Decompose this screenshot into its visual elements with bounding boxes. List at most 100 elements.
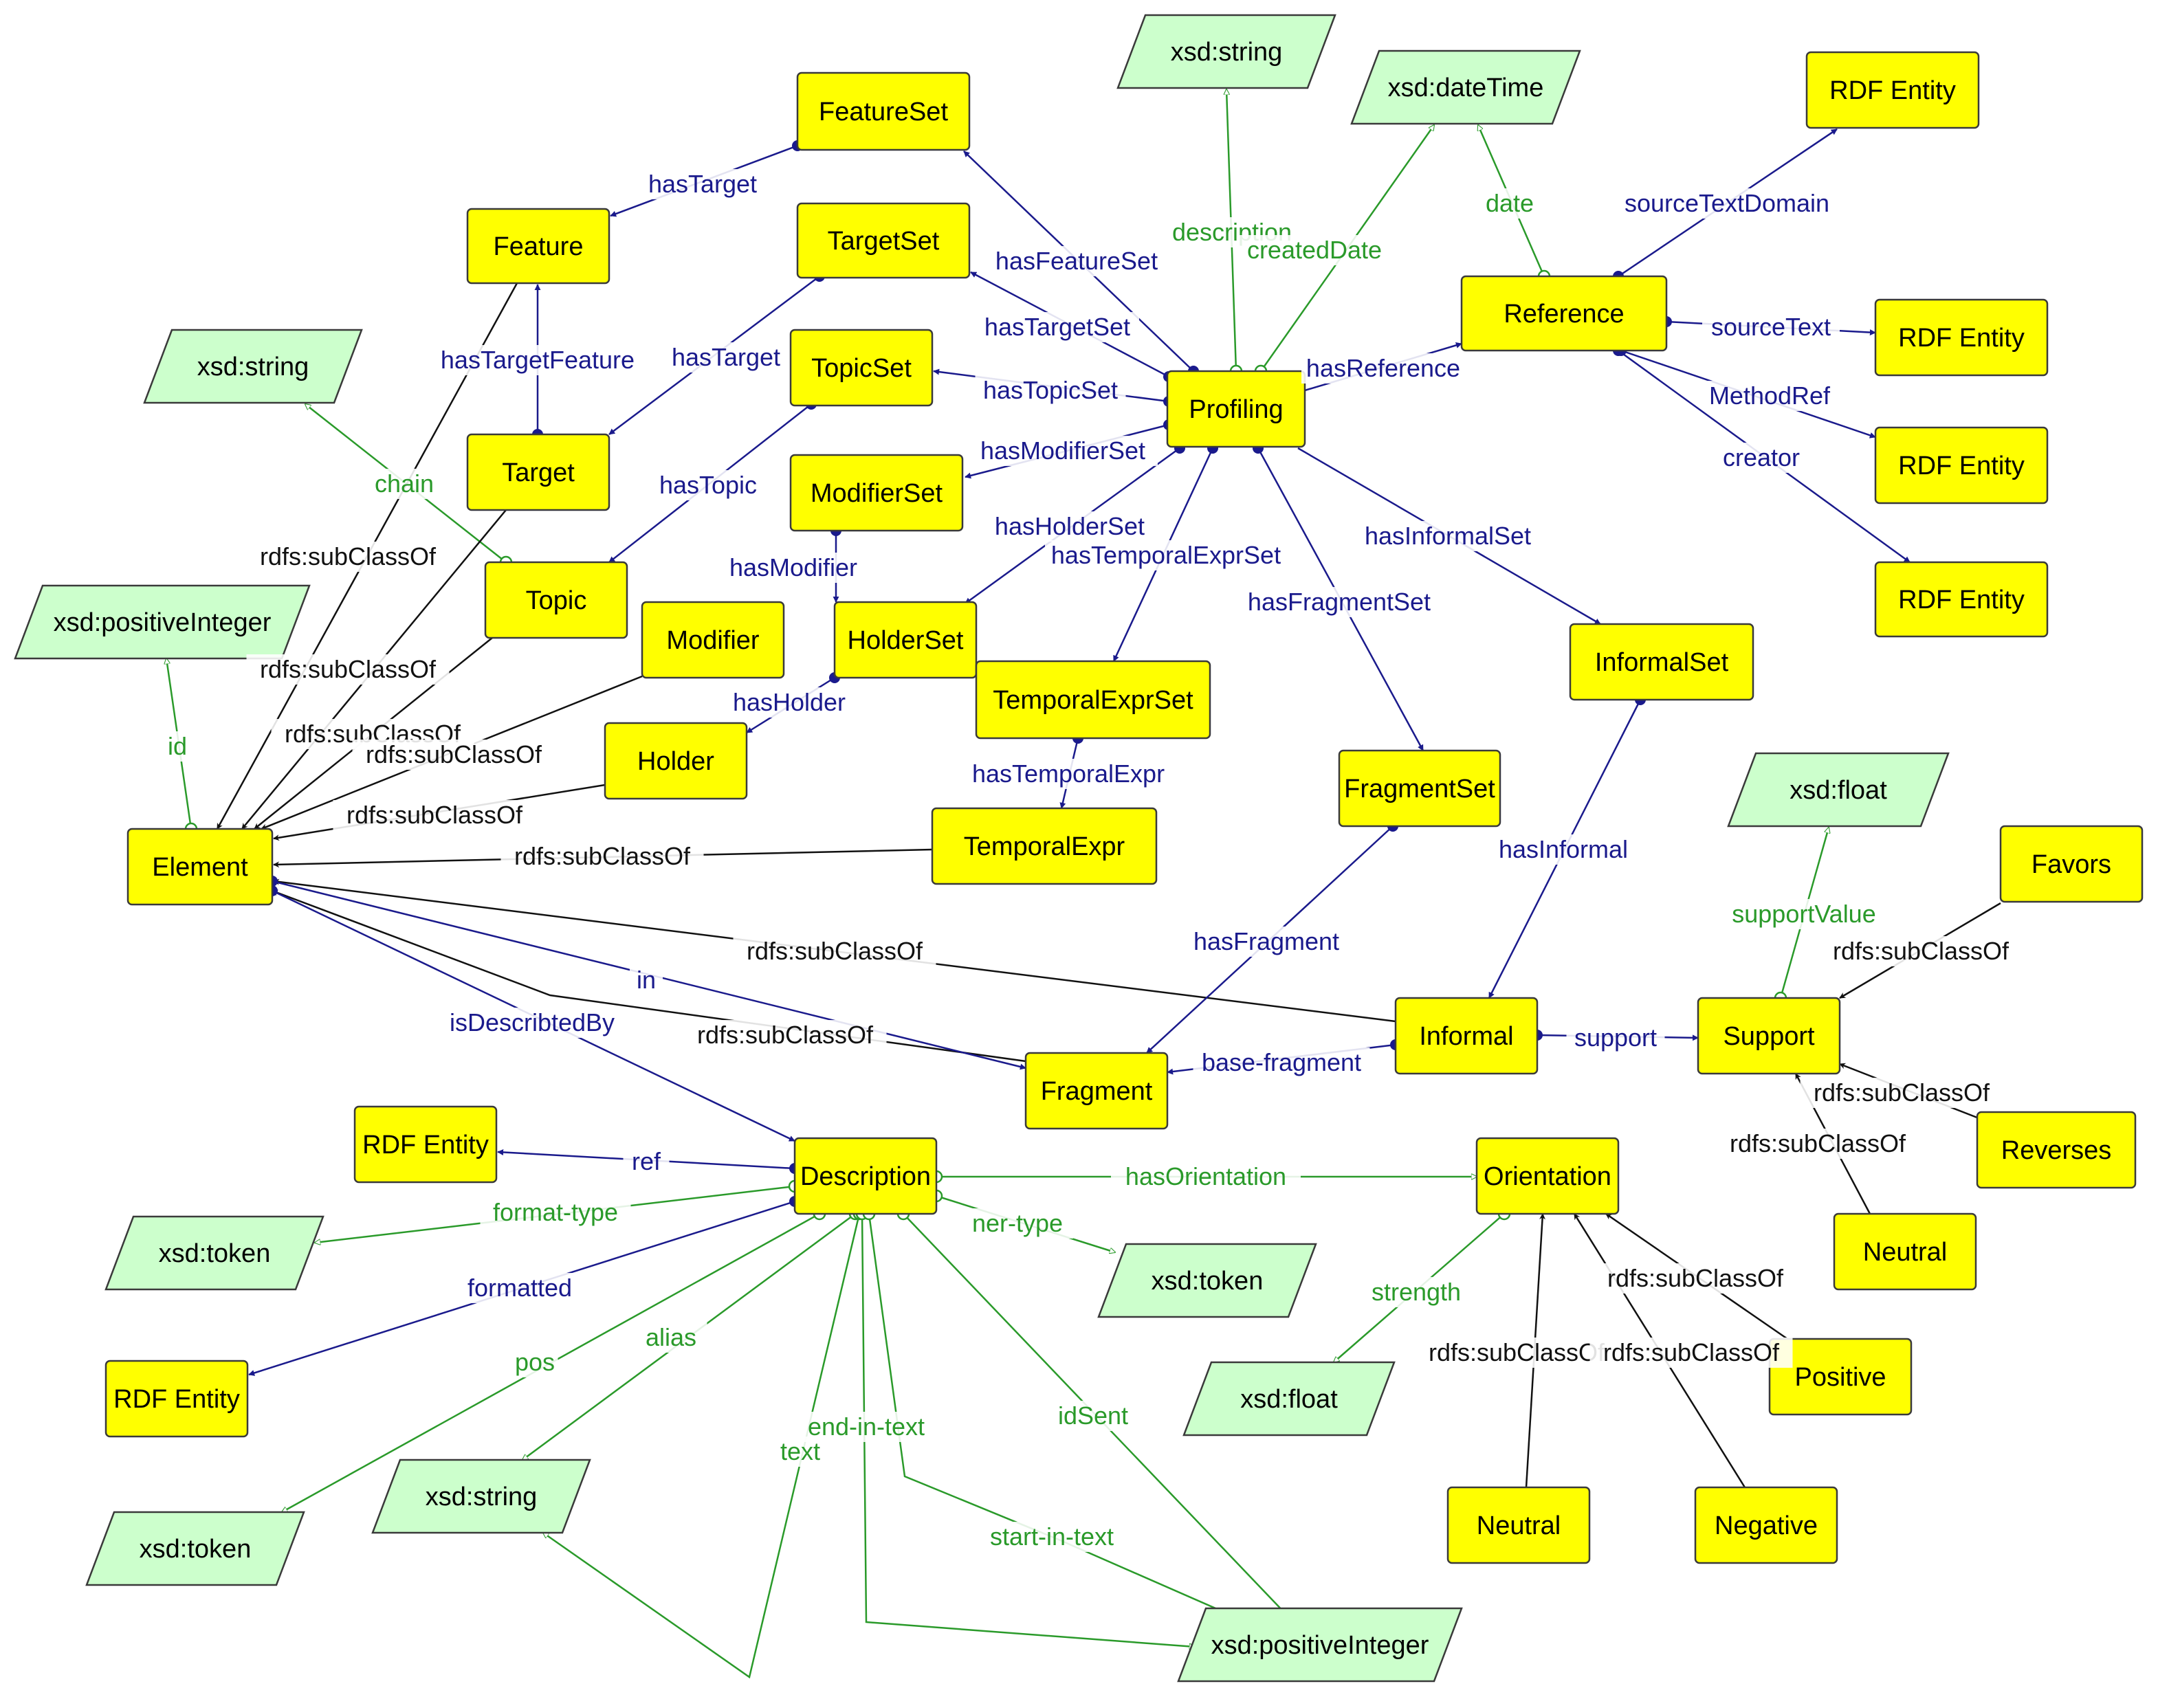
edge-label-hasTemporalExprSet: hasTemporalExprSet [1051, 541, 1281, 569]
node-rdf2[interactable]: RDF Entity [1874, 298, 2049, 377]
node-label: Reference [1504, 300, 1624, 329]
node-fragment[interactable]: Fragment [1024, 1052, 1169, 1130]
node-label: Topic [526, 586, 587, 615]
node-label: Fragment [1041, 1077, 1153, 1106]
node-label: xsd:float [1240, 1385, 1338, 1414]
edge-label-format-type: format-type [493, 1198, 618, 1226]
node-label: Informal [1419, 1022, 1513, 1051]
edge-label-id: id [168, 732, 187, 760]
edge-label-hasInformal: hasInformal [1499, 835, 1628, 863]
edge-label-supportValue: supportValue [1732, 900, 1875, 928]
node-xs-posint-bottom[interactable]: xsd:positiveInteger [1177, 1607, 1463, 1683]
node-rdf5[interactable]: RDF Entity [353, 1105, 498, 1184]
edge-label-formatted: formatted [467, 1274, 572, 1302]
node-feature[interactable]: Feature [466, 208, 610, 285]
edge-label-hasOrientation: hasOrientation [1125, 1162, 1286, 1190]
edge-label-sub-target: rdfs:subClassOf [260, 655, 437, 683]
node-label: Neutral [1863, 1238, 1948, 1267]
edge-label-support: support [1574, 1023, 1657, 1052]
node-label: RDF Entity [1829, 76, 1956, 105]
node-label: Target [502, 458, 575, 487]
node-rdf3[interactable]: RDF Entity [1874, 426, 2049, 504]
node-rdf1[interactable]: RDF Entity [1805, 51, 1980, 129]
edge-label-hasHolder: hasHolder [733, 688, 846, 716]
node-xs-float-mid[interactable]: xsd:float [1182, 1361, 1396, 1437]
node-label: xsd:string [426, 1483, 538, 1511]
node-label: Positive [1794, 1363, 1886, 1392]
edge-label-sub-reverses: rdfs:subClassOf [1814, 1078, 1990, 1107]
node-label: Negative [1715, 1511, 1818, 1540]
node-label: xsd:token [1152, 1267, 1264, 1296]
node-negative[interactable]: Negative [1694, 1486, 1838, 1564]
node-label: xsd:string [1171, 38, 1283, 67]
node-xs-float-right[interactable]: xsd:float [1727, 752, 1950, 828]
node-positive[interactable]: Positive [1768, 1338, 1913, 1416]
node-label: Profiling [1189, 395, 1283, 424]
edge-label-ref: ref [632, 1147, 661, 1175]
node-label: xsd:string [197, 353, 309, 381]
node-temporalexpr[interactable]: TemporalExpr [931, 807, 1158, 885]
node-label: xsd:positiveInteger [54, 608, 272, 637]
node-label: TargetSet [828, 227, 940, 256]
node-target[interactable]: Target [466, 433, 610, 511]
node-xs-posint-left[interactable]: xsd:positiveInteger [14, 584, 311, 660]
edge-label-alias: alias [646, 1323, 696, 1351]
node-xs-string-top[interactable]: xsd:string [1116, 14, 1336, 89]
node-profiling[interactable]: Profiling [1166, 370, 1306, 448]
edge-label-ner-type: ner-type [972, 1209, 1063, 1237]
node-label: FragmentSet [1344, 775, 1495, 803]
edge-label-hasTarget-feature: hasTarget [648, 170, 757, 198]
edge-label-hasTargetSet: hasTargetSet [984, 313, 1130, 341]
node-xs-token3[interactable]: xsd:token [85, 1511, 305, 1586]
node-rdf6[interactable]: RDF Entity [104, 1360, 249, 1438]
node-holder[interactable]: Holder [604, 722, 748, 800]
node-xs-datetime[interactable]: xsd:dateTime [1350, 49, 1581, 125]
node-reverses[interactable]: Reverses [1976, 1111, 2137, 1189]
node-xs-token1[interactable]: xsd:token [104, 1215, 324, 1291]
edge-label-chain: chain [375, 469, 434, 498]
node-neutral1[interactable]: Neutral [1833, 1212, 1977, 1291]
node-favors[interactable]: Favors [1999, 825, 2144, 903]
node-modifierset[interactable]: ModifierSet [789, 454, 964, 532]
node-label: ModifierSet [811, 479, 943, 508]
node-label: InformalSet [1595, 648, 1729, 677]
node-label: Description [800, 1162, 931, 1191]
edge-label-hasModifier: hasModifier [729, 553, 857, 581]
node-topicset[interactable]: TopicSet [789, 329, 934, 407]
node-element[interactable]: Element [126, 828, 274, 906]
node-modifier[interactable]: Modifier [641, 601, 785, 679]
node-xs-token2[interactable]: xsd:token [1097, 1243, 1317, 1318]
edge-label-sub-positive: rdfs:subClassOf [1607, 1264, 1784, 1292]
edge-label-sourceTextDomain: sourceTextDomain [1625, 189, 1829, 217]
node-xs-string-bottom[interactable]: xsd:string [371, 1459, 591, 1534]
node-label: xsd:token [159, 1239, 271, 1268]
edge-label-hasHolderSet: hasHolderSet [995, 512, 1145, 540]
node-reference[interactable]: Reference [1460, 275, 1668, 352]
node-label: RDF Entity [1898, 452, 2025, 480]
node-label: RDF Entity [113, 1385, 240, 1414]
node-orientation[interactable]: Orientation [1475, 1137, 1620, 1215]
node-informalset[interactable]: InformalSet [1569, 623, 1754, 701]
node-neutral2[interactable]: Neutral [1446, 1486, 1591, 1564]
node-rdf4[interactable]: RDF Entity [1874, 561, 2049, 638]
node-xs-string-left[interactable]: xsd:string [143, 329, 363, 404]
node-temporalexprset[interactable]: TemporalExprSet [975, 660, 1211, 740]
node-topic[interactable]: Topic [484, 561, 628, 639]
edge-label-sub-fragment: rdfs:subClassOf [697, 1021, 874, 1049]
edge-label-sub-neutral2: rdfs:subClassOf [1429, 1338, 1605, 1366]
node-label: Holder [637, 747, 714, 776]
edge-label-start-in-text: start-in-text [990, 1522, 1114, 1551]
edge-label-sub-favors: rdfs:subClassOf [1833, 937, 2010, 965]
node-label: TemporalExprSet [993, 686, 1193, 715]
node-description[interactable]: Description [793, 1137, 938, 1215]
node-informal[interactable]: Informal [1394, 997, 1539, 1075]
node-holderset[interactable]: HolderSet [833, 601, 978, 679]
node-targetset[interactable]: TargetSet [796, 202, 971, 279]
edge-label-strength: strength [1372, 1278, 1461, 1306]
node-fragmentset[interactable]: FragmentSet [1338, 749, 1501, 828]
edge-label-hasFragment: hasFragment [1193, 927, 1339, 955]
edge-label-hasTopic: hasTopic [659, 471, 757, 499]
node-support[interactable]: Support [1697, 997, 1841, 1075]
node-featureset[interactable]: FeatureSet [796, 71, 971, 151]
